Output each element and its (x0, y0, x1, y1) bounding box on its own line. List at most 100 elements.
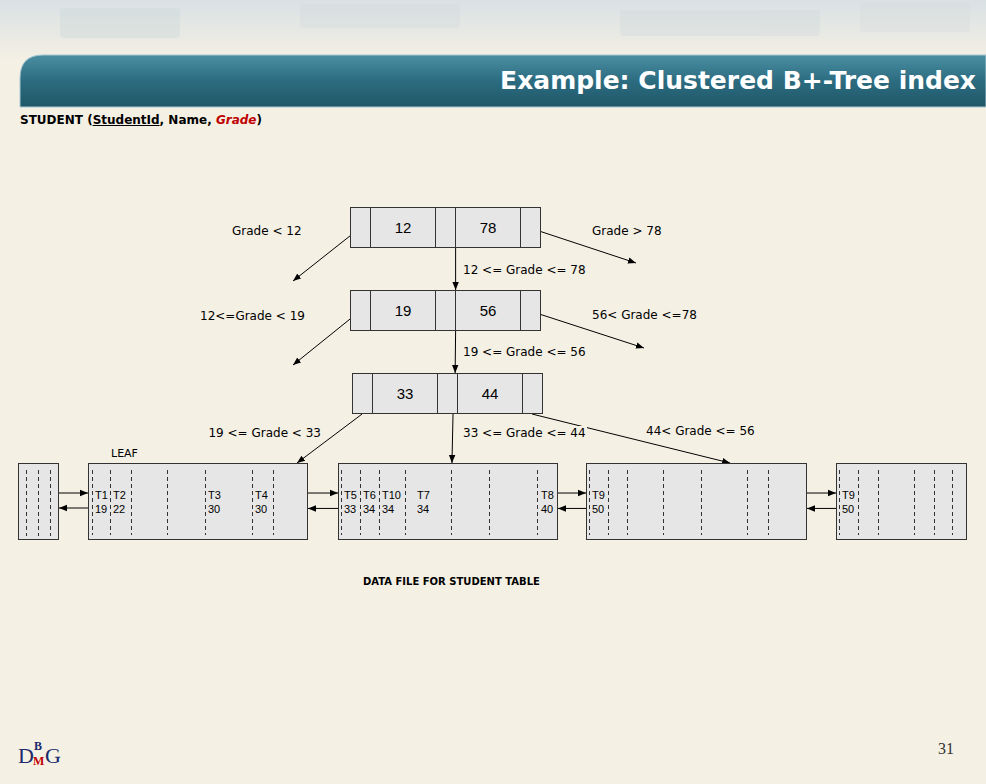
key-cell: 56 (455, 291, 521, 330)
key-value: 19 (395, 302, 412, 319)
slot-divider (537, 470, 538, 535)
tuple-record: T3 30 (208, 488, 221, 516)
open-pointers (293, 228, 644, 365)
slot-divider (663, 470, 664, 535)
pointer-slot (436, 291, 455, 330)
slot-divider (50, 470, 51, 536)
slot-divider (451, 470, 452, 535)
pointer-slot (521, 291, 540, 330)
leaf-page: T9 50 (836, 463, 967, 540)
slot-divider (914, 470, 915, 535)
key-value: 33 (397, 385, 414, 402)
slot-dividers (339, 464, 557, 539)
slot-divider (167, 470, 168, 535)
slot-divider (858, 470, 859, 535)
slot-dividers (587, 464, 806, 539)
slide-title: Example: Clustered B+-Tree index (500, 66, 976, 95)
index-node: 33 44 (352, 373, 543, 414)
key-value: 56 (480, 302, 497, 319)
slot-divider (341, 470, 342, 535)
tree-pointer (452, 414, 453, 463)
tree-pointer (308, 508, 338, 509)
page-number: 31 (938, 740, 954, 758)
pointer-slot (438, 374, 457, 413)
tree-pointer (558, 493, 586, 494)
slot-divider (360, 470, 361, 535)
sibling-pointer (59, 508, 88, 509)
tuple-record: T4 30 (255, 488, 268, 516)
slot-divider (934, 470, 935, 535)
tuple-record: T9 50 (592, 488, 605, 516)
leaf-label: LEAF (111, 447, 138, 460)
tree-pointer (558, 508, 586, 509)
header-photo-detail (60, 2, 970, 38)
slot-divider (405, 470, 406, 535)
slot-divider (627, 470, 628, 535)
pointer-slot (351, 208, 370, 247)
leaf-page (19, 464, 59, 540)
slot-divider (839, 470, 840, 535)
slot-divider (701, 470, 702, 535)
slot-divider (205, 470, 206, 535)
tuple-record: T5 33 (344, 488, 357, 516)
header-photo (0, 0, 986, 62)
index-node: 1956 (350, 290, 541, 331)
slot-divider (38, 470, 39, 536)
title-banner (20, 55, 986, 107)
photo-shape (620, 10, 820, 36)
tree-pointer (807, 493, 836, 494)
photo-shape (60, 8, 180, 38)
key-cell: 44 (457, 374, 523, 413)
slot-dividers (89, 464, 307, 539)
range-label: 44< Grade <= 56 (645, 424, 756, 438)
range-label: Grade < 12 (232, 224, 302, 238)
leaf-page: T1 19 T2 22 T3 30 T4 30 (88, 463, 308, 540)
pointer-slot (523, 374, 542, 413)
relation-schema: STUDENT (StudentId, Name, Grade) (20, 113, 262, 127)
slot-divider (952, 470, 953, 535)
tuple-record: T8 40 (541, 488, 554, 516)
tuple-record: T1 19 (95, 488, 108, 516)
tuple-record: T6 34 (363, 488, 376, 516)
tree-pointer (455, 248, 456, 290)
slot-dividers (837, 464, 966, 539)
photo-shape (300, 4, 460, 28)
tree-pointer (308, 493, 338, 494)
slot-divider (379, 470, 380, 535)
index-node: 1278 (350, 207, 541, 248)
slot-divider (747, 470, 748, 535)
key-value: 44 (482, 385, 499, 402)
photo-shape (860, 2, 970, 32)
attribute: , Name, (160, 113, 216, 127)
range-label: 12<=Grade < 19 (200, 309, 305, 323)
range-label: 12 <= Grade <= 78 (462, 263, 587, 277)
pointer-slot (351, 291, 370, 330)
slot-divider (489, 470, 490, 535)
index-attribute: Grade (216, 113, 257, 127)
tuple-record: T2 22 (113, 488, 126, 516)
attribute: ) (256, 113, 261, 127)
range-label: Grade > 78 (592, 224, 662, 238)
logo-letter: M (33, 754, 44, 769)
key-value: 78 (480, 219, 497, 236)
range-label: 19 <= Grade < 33 (207, 426, 322, 440)
data-file-caption: DATA FILE FOR STUDENT TABLE (363, 576, 540, 587)
tuple-record: T7 34 (417, 488, 430, 516)
range-label: 33 <= Grade <= 44 (462, 426, 587, 440)
logo-letter: G (45, 743, 61, 769)
key-cell: 78 (455, 208, 521, 247)
tree-pointer (455, 331, 456, 373)
table-name: STUDENT ( (20, 113, 93, 127)
pointer-slot (436, 208, 455, 247)
logo-letter: D (18, 743, 34, 769)
tuple-record: T10 34 (382, 488, 401, 516)
sibling-pointer (59, 493, 88, 494)
slot-divider (110, 470, 111, 535)
key-attribute: StudentId (93, 113, 160, 127)
tuple-record: T9 50 (842, 488, 855, 516)
slot-divider (131, 470, 132, 535)
slot-divider (608, 470, 609, 535)
slot-divider (273, 470, 274, 535)
